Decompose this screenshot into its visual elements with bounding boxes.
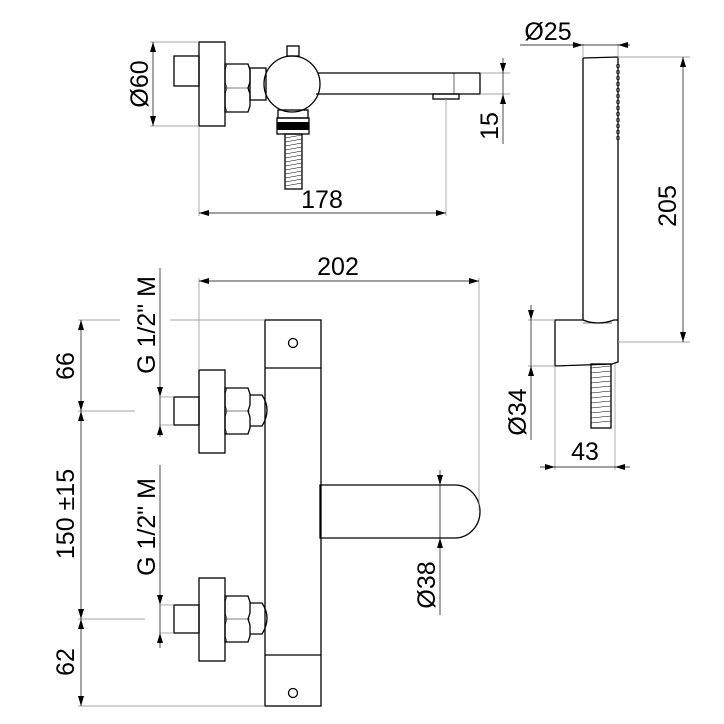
label-bottom-offset: 62 <box>52 648 80 676</box>
front-spout <box>319 484 481 539</box>
label-top-offset: 66 <box>52 352 80 380</box>
dim-vertical-chain: 66 150 ±15 62 <box>52 319 265 707</box>
dim-projection: 202 <box>198 253 480 510</box>
nozzle <box>615 87 621 93</box>
top-cap <box>286 45 300 57</box>
front-top-screw <box>287 337 299 349</box>
dim-spout-height: 15 <box>476 58 510 144</box>
nozzle <box>615 105 621 111</box>
label-length: 205 <box>654 185 682 227</box>
top-hose-coil <box>284 133 303 190</box>
dim-depth: 178 <box>198 99 447 216</box>
dim-upper-thread: G 1/2" M <box>133 268 174 437</box>
top-shower-outlet <box>276 109 310 190</box>
top-spout <box>316 72 481 100</box>
shower-hose <box>590 363 612 429</box>
top-connector-pipe <box>249 67 267 101</box>
nozzle <box>615 93 621 99</box>
nozzle <box>615 75 621 81</box>
dim-flange-diameter: Ø60 <box>126 41 199 127</box>
nozzle <box>615 123 621 129</box>
nozzle <box>615 69 621 75</box>
top-thermostat-body <box>263 55 321 113</box>
nozzle <box>615 129 621 135</box>
shower-holder <box>554 319 619 367</box>
shower-nozzles <box>615 63 621 141</box>
nozzle <box>615 63 621 69</box>
shower-handle <box>582 56 619 320</box>
nozzle <box>615 99 621 105</box>
label-depth: 178 <box>301 186 343 214</box>
label-lower-thread: G 1/2" M <box>133 478 161 576</box>
dim-holder-diameter: Ø34 <box>504 305 555 440</box>
dim-spout-diameter: Ø38 <box>413 470 443 615</box>
dim-holder-depth: 43 <box>540 364 630 470</box>
dim-lower-thread: G 1/2" M <box>133 465 174 648</box>
front-upper-connector <box>173 369 268 454</box>
nozzle <box>615 135 621 141</box>
label-centers: 150 ±15 <box>52 469 80 559</box>
label-spout-diameter: Ø38 <box>413 561 441 608</box>
label-holder-diameter: Ø34 <box>504 388 532 435</box>
nozzle <box>615 117 621 123</box>
top-inlet-stub <box>173 55 200 87</box>
front-mixer-body <box>264 319 322 707</box>
top-wall-flange <box>198 41 226 127</box>
dim-length: 205 <box>618 56 690 343</box>
front-bottom-screw <box>287 687 299 699</box>
top-hex-nut <box>224 63 251 113</box>
nozzle <box>615 111 621 117</box>
label-holder-depth: 43 <box>571 438 599 466</box>
top-view: Ø60 178 15 <box>126 41 510 216</box>
label-spout-height: 15 <box>476 112 504 140</box>
label-flange-diameter: Ø60 <box>126 60 154 107</box>
front-view: 202 66 150 ±15 62 G 1/2" <box>52 253 481 707</box>
hand-shower-view: Ø25 205 Ø34 43 <box>504 18 690 470</box>
dim-handle-diameter: Ø25 <box>520 18 630 58</box>
label-handle-diameter: Ø25 <box>524 18 571 46</box>
front-lower-connector <box>173 577 268 662</box>
label-upper-thread: G 1/2" M <box>133 276 161 374</box>
label-projection: 202 <box>317 253 359 281</box>
nozzle <box>615 81 621 87</box>
